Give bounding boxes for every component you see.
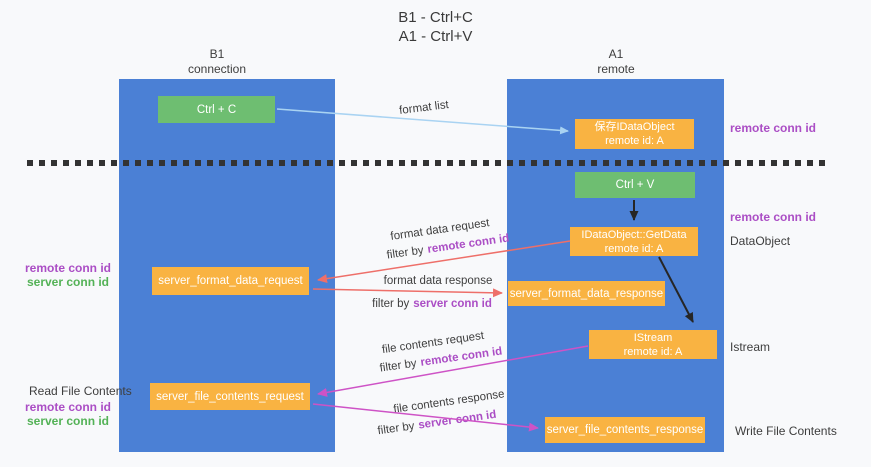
node-server-format-data-request: server_format_data_request [152, 267, 309, 295]
left-remote-conn-id: remote conn id [24, 261, 111, 275]
title-line-2: A1 - Ctrl+V [398, 28, 473, 45]
node-ctrl-v: Ctrl + V [575, 172, 695, 198]
node-save-dataobject: 保存IDataObject remote id: A [575, 119, 694, 149]
lane-b1-subtitle: connection [187, 62, 247, 76]
node-istream: IStream remote id: A [589, 330, 717, 359]
getdata-line2: remote id: A [604, 242, 664, 255]
save-dataobject-line1: 保存IDataObject [594, 121, 675, 133]
save-dataobject-line2: remote id: A [605, 135, 664, 147]
left-conn-id-labels-top: remote conn id server conn id [20, 261, 116, 289]
istream-line1: IStream [633, 331, 673, 344]
filter-by-text: filter by [376, 420, 416, 438]
dataobject-label: DataObject [730, 234, 791, 248]
right-remote-conn-id-top: remote conn id [730, 121, 817, 135]
server-file-contents-request-label: server_file_contents_request [156, 390, 304, 403]
right-remote-conn-id-mid: remote conn id [730, 210, 817, 224]
filter-by-text: filter by [379, 357, 418, 375]
node-idataobject-getdata: IDataObject::GetData remote id: A [570, 227, 698, 256]
flow-label-format-data-response: format data response [383, 275, 493, 287]
left-server-conn-id-2: server conn id [26, 414, 110, 428]
server-conn-id-text: server conn id [413, 298, 492, 310]
node-server-file-contents-request: server_file_contents_request [150, 383, 310, 410]
diagram-title: B1 - Ctrl+C A1 - Ctrl+V [0, 8, 871, 46]
arrow-format-data-response [312, 288, 503, 298]
title-line-1: B1 - Ctrl+C [398, 9, 473, 26]
server-format-data-request-label: server_format_data_request [158, 275, 303, 287]
ctrl-v-label: Ctrl + V [615, 179, 655, 191]
server-format-data-response-label: server_format_data_response [509, 287, 664, 300]
lane-header-a1: A1 remote [597, 47, 634, 77]
ctrl-c-label: Ctrl + C [196, 103, 237, 116]
lane-a1-subtitle: remote [597, 62, 635, 76]
filter-by-text: filter by [386, 244, 425, 262]
filter-by-text: filter by [372, 298, 410, 310]
read-file-contents-label: Read File Contents [29, 384, 132, 398]
write-file-contents-label: Write File Contents [735, 424, 837, 438]
server-conn-id-text: server conn id [417, 408, 498, 432]
istream-side-label: Istream [730, 340, 771, 354]
left-conn-id-labels-bottom: remote conn id server conn id [20, 400, 116, 428]
server-file-contents-response-label: server_file_contents_response [546, 424, 704, 436]
getdata-line1: IDataObject::GetData [581, 228, 687, 241]
dashed-divider [27, 160, 830, 166]
lane-b1-name: B1 [209, 47, 225, 61]
left-remote-conn-id-2: remote conn id [24, 400, 111, 414]
lane-a1-name: A1 [608, 47, 624, 61]
flow-label-format-list: format list [398, 99, 450, 117]
node-server-format-data-response: server_format_data_response [508, 281, 665, 306]
node-server-file-contents-response: server_file_contents_response [545, 417, 705, 443]
node-ctrl-c: Ctrl + C [158, 96, 275, 123]
left-server-conn-id: server conn id [26, 275, 110, 289]
lane-header-b1: B1 connection [188, 47, 246, 77]
istream-line2: remote id: A [623, 345, 683, 358]
